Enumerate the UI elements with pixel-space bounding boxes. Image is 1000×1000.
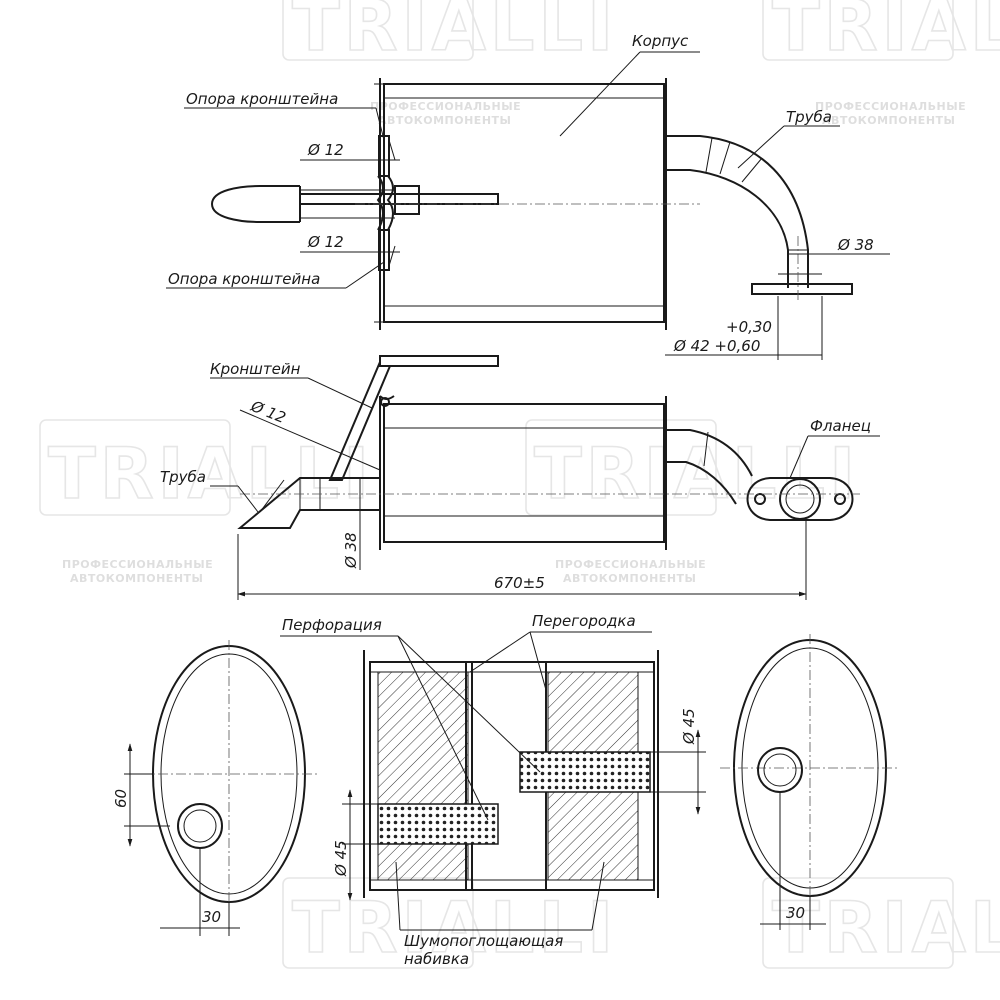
dim-d38-top: Ø 38 [837, 236, 874, 254]
label-flanets: Фланец [810, 417, 871, 435]
top-view [166, 51, 890, 360]
label-peregorodka: Перегородка [532, 612, 636, 630]
watermark-brand: TRIALLI [772, 887, 1000, 969]
label-truba-side: Труба [160, 468, 206, 486]
label-truba-top: Труба [786, 108, 832, 126]
dim-d45-right: Ø 45 [680, 708, 698, 745]
end-view-right [720, 634, 900, 930]
watermark-bottom-left: TRIALLI [282, 877, 617, 970]
watermarks: TRIALLI TRIALLI ПРОФЕССИОНАЛЬНЫЕ АВТОКОМ… [39, 0, 1000, 970]
watermark-brand: TRIALLI [48, 433, 373, 515]
label-opora-bottom: Опора кронштейна [168, 270, 320, 288]
dim-length: 670±5 [494, 574, 545, 592]
label-shumo-line1: Шумопоглощающая [404, 932, 563, 950]
watermark-brand: TRIALLI [292, 887, 617, 969]
watermark-top-right: TRIALLI [762, 0, 1000, 68]
label-kronshtein: Кронштейн [210, 360, 301, 378]
watermark-sub2: АВТОКОМПОНЕНТЫ [378, 114, 511, 127]
side-view [210, 355, 880, 600]
watermark-brand: TRIALLI [534, 433, 859, 515]
watermark-sub1: ПРОФЕССИОНАЛЬНЫЕ [815, 100, 966, 113]
watermark-sub1: ПРОФЕССИОНАЛЬНЫЕ [62, 558, 213, 571]
dim-60: 60 [112, 789, 130, 808]
label-shumo-line2: набивка [404, 950, 469, 968]
dim-d12-top: Ø 12 [307, 141, 344, 159]
label-opora-top: Опора кронштейна [186, 90, 338, 108]
dim-d12-bottom: Ø 12 [307, 233, 344, 251]
label-korpus: Корпус [632, 32, 689, 50]
watermark-brand: TRIALLI [292, 0, 617, 67]
dim-tol-upper: +0,30 [726, 318, 772, 336]
watermark-sub1: ПРОФЕССИОНАЛЬНЫЕ [555, 558, 706, 571]
section-view [280, 631, 706, 931]
watermark-bottom-right: TRIALLI [762, 877, 1000, 970]
dim-d38-side: Ø 38 [342, 532, 360, 569]
label-perforatsiya: Перфорация [282, 616, 382, 634]
watermark-brand: TRIALLI [772, 0, 1000, 67]
watermark-mid-center: TRIALLI [525, 419, 859, 516]
watermark-mid-left: TRIALLI [39, 419, 373, 516]
watermark-sub2: АВТОКОМПОНЕНТЫ [563, 572, 696, 585]
watermark-sub2: АВТОКОМПОНЕНТЫ [822, 114, 955, 127]
dim-d45-left: Ø 45 [332, 840, 350, 877]
watermark-top-left: TRIALLI [282, 0, 617, 68]
dim-30-right: 30 [786, 904, 805, 922]
watermark-sub2: АВТОКОМПОНЕНТЫ [70, 572, 203, 585]
end-view-left [124, 640, 320, 936]
watermark-sub1: ПРОФЕССИОНАЛЬНЫЕ [370, 100, 521, 113]
dim-30-left: 30 [202, 908, 221, 926]
dim-d42: Ø 42 +0,60 [673, 337, 760, 355]
